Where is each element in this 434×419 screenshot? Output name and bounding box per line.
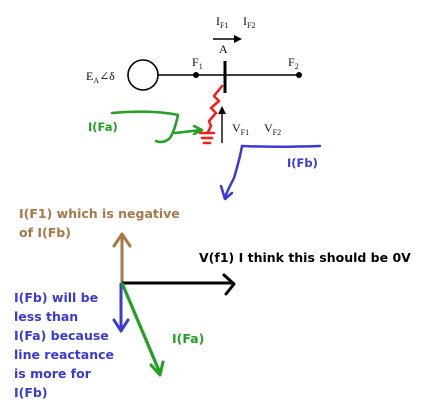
phasor-if1-brown: [112, 232, 132, 283]
voltage-source-circle: [127, 59, 159, 91]
fault-f2-label: F2: [288, 55, 299, 71]
current-if1-label: IF1: [216, 14, 228, 30]
voltage-vf2-label: VF2: [264, 121, 281, 137]
ifb-note: I(Fb) will be less than I(Fa) because li…: [14, 290, 118, 400]
vf1-note: V(f1) I think this should be 0V: [199, 250, 411, 265]
fault-f1-label: F1: [192, 55, 203, 71]
bus-a-label: A: [219, 42, 228, 56]
ifa-green-top-label: I(Fa): [88, 120, 118, 134]
ifb-blue-top-label: I(Fb): [287, 156, 318, 170]
ifa-green-bottom-label: I(Fa): [172, 331, 204, 346]
current-direction-arrow: [213, 35, 242, 43]
voltage-vf1-label: VF1: [232, 121, 249, 137]
ifa-green-path-arrow: [110, 110, 204, 144]
circuit-diagram: EA∠δ F1 F2 A IF1 IF2: [86, 14, 302, 143]
ifb-blue-path-arrow: [219, 144, 322, 201]
voltage-arrow-up: [218, 106, 226, 143]
phasor-ifb-blue: [112, 283, 130, 333]
phasor-vf1-black: [122, 273, 236, 296]
current-if2-label: IF2: [243, 14, 255, 30]
phasor-diagram: [112, 232, 236, 377]
fault-point-f2-dot: [296, 72, 302, 78]
if1-note: I(F1) which is negative of I(Fb): [19, 206, 184, 240]
fault-point-f1-dot: [193, 72, 199, 78]
source-label: EA∠δ: [86, 69, 115, 85]
fault-to-ground-sketch: [198, 84, 224, 145]
phasor-ifa-green: [120, 282, 165, 377]
